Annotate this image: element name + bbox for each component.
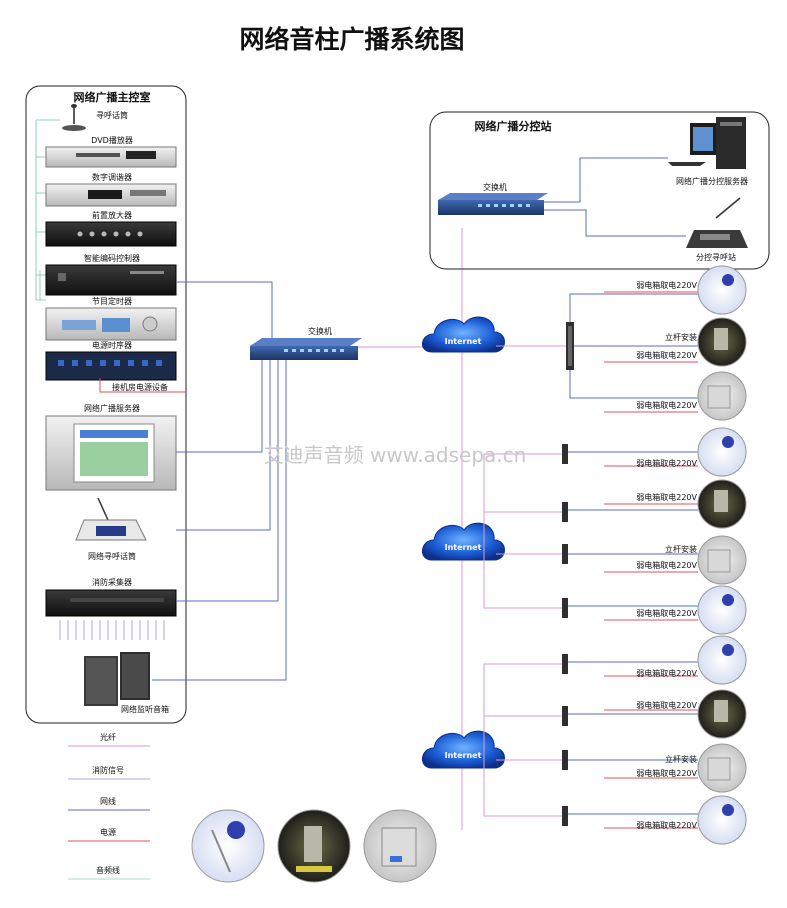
central-switch-label: 交换机 [308,326,332,336]
internet-cloud [422,730,505,769]
endpoint-label: 弱电箱取电220V [636,700,697,710]
legend-label: 音频线 [96,865,120,875]
page-title: 网络音柱广播系统图 [239,25,464,54]
device-label: 前置放大器 [92,210,132,220]
main-room-panel [25,85,187,724]
device-label: 网络寻呼话筒 [88,551,136,561]
device-label: 网络监听音箱 [121,704,169,714]
internet-cloud [422,316,505,353]
legend-label: 电源 [100,827,116,837]
endpoint-links-top [569,291,698,413]
power-line [99,378,186,393]
device-label: 网络广播服务器 [84,403,140,413]
endpoint-labels: 弱电箱取电220V 立杆安装 弱电箱取电220V 弱电箱取电220V 弱电箱取电… [636,280,697,830]
cloud-label: Internet [445,337,482,346]
fire-collector-icon [45,589,177,617]
device-label: 数字调谐器 [92,172,132,182]
endpoint-label: 弱电箱取电220V [636,492,697,502]
endpoint-label: 弱电箱取电220V [636,820,697,830]
watermark: 艾迪声音频 www.adsepa.cn [264,443,527,467]
central-switch-icon [250,338,362,360]
endpoint-photos [697,265,747,845]
power-sequencer-icon [45,351,177,381]
fire-signal-arrows [59,620,165,640]
broadcast-server-icon [45,415,177,491]
endpoint-label: 弱电箱取电220V [636,280,697,290]
endpoint-label: 弱电箱取电220V [636,608,697,618]
endpoint-label: 弱电箱取电220V [636,668,697,678]
device-label: 消防采集器 [92,577,132,587]
digital-tuner-icon [45,183,177,207]
network-paging-mic-icon [75,497,147,541]
device-label: 寻呼话筒 [96,110,128,120]
endpoint-label: 弱电箱取电220V [636,560,697,570]
device-label: 接机房电源设备 [112,382,168,392]
endpoint-label: 弱电箱取电220V [636,350,697,360]
branch-server-label: 网络广播分控服务器 [676,176,748,186]
endpoint-label: 立杆安装 [665,544,697,554]
branch-switch-label: 交换机 [483,182,507,192]
endpoint-label: 立杆安装 [665,332,697,342]
main-network-links [152,281,287,681]
preamp-icon [45,221,177,247]
paging-mic-icon [62,104,86,131]
program-timer-icon [45,307,177,341]
branch-paging-label: 分控寻呼站 [696,252,736,262]
endpoint-label: 立杆安装 [665,754,697,764]
device-label: 电源时序器 [92,340,132,350]
monitor-speaker-icon [84,652,150,706]
legend-label: 网线 [100,796,116,806]
dvd-player-icon [45,146,177,168]
main-room-heading: 网络广播主控室 [74,90,151,104]
branch-network-links [544,157,686,237]
internet-cloud [422,522,505,561]
network-switch-strip [566,322,574,370]
branch-paging-icon [686,197,748,248]
device-label: 智能编码控制器 [84,253,140,263]
cloud-label: Internet [445,751,482,760]
legend-label: 消防信号 [92,765,124,775]
device-label: 节目定时器 [92,296,132,306]
legend: 光纤 消防信号 网线 电源 音频线 [68,732,150,880]
endpoint-label: 弱电箱取电220V [636,458,697,468]
endpoint-node-switches [562,444,568,826]
device-label: DVD播放器 [91,135,133,145]
bottom-product-photos [191,809,437,883]
encoder-controller-icon [45,264,177,296]
endpoint-links-lower [568,451,698,829]
rack-audio-wiring [35,119,60,301]
branch-switch-icon [438,193,548,215]
branch-station-heading: 网络广播分控站 [475,119,552,133]
branch-station-panel [429,111,770,270]
endpoint-label: 弱电箱取电220V [636,400,697,410]
legend-label: 光纤 [100,732,116,742]
branch-server-icon [668,117,746,169]
cloud-label: Internet [445,543,482,552]
endpoint-label: 弱电箱取电220V [636,768,697,778]
cloud-branch-links [483,453,562,817]
